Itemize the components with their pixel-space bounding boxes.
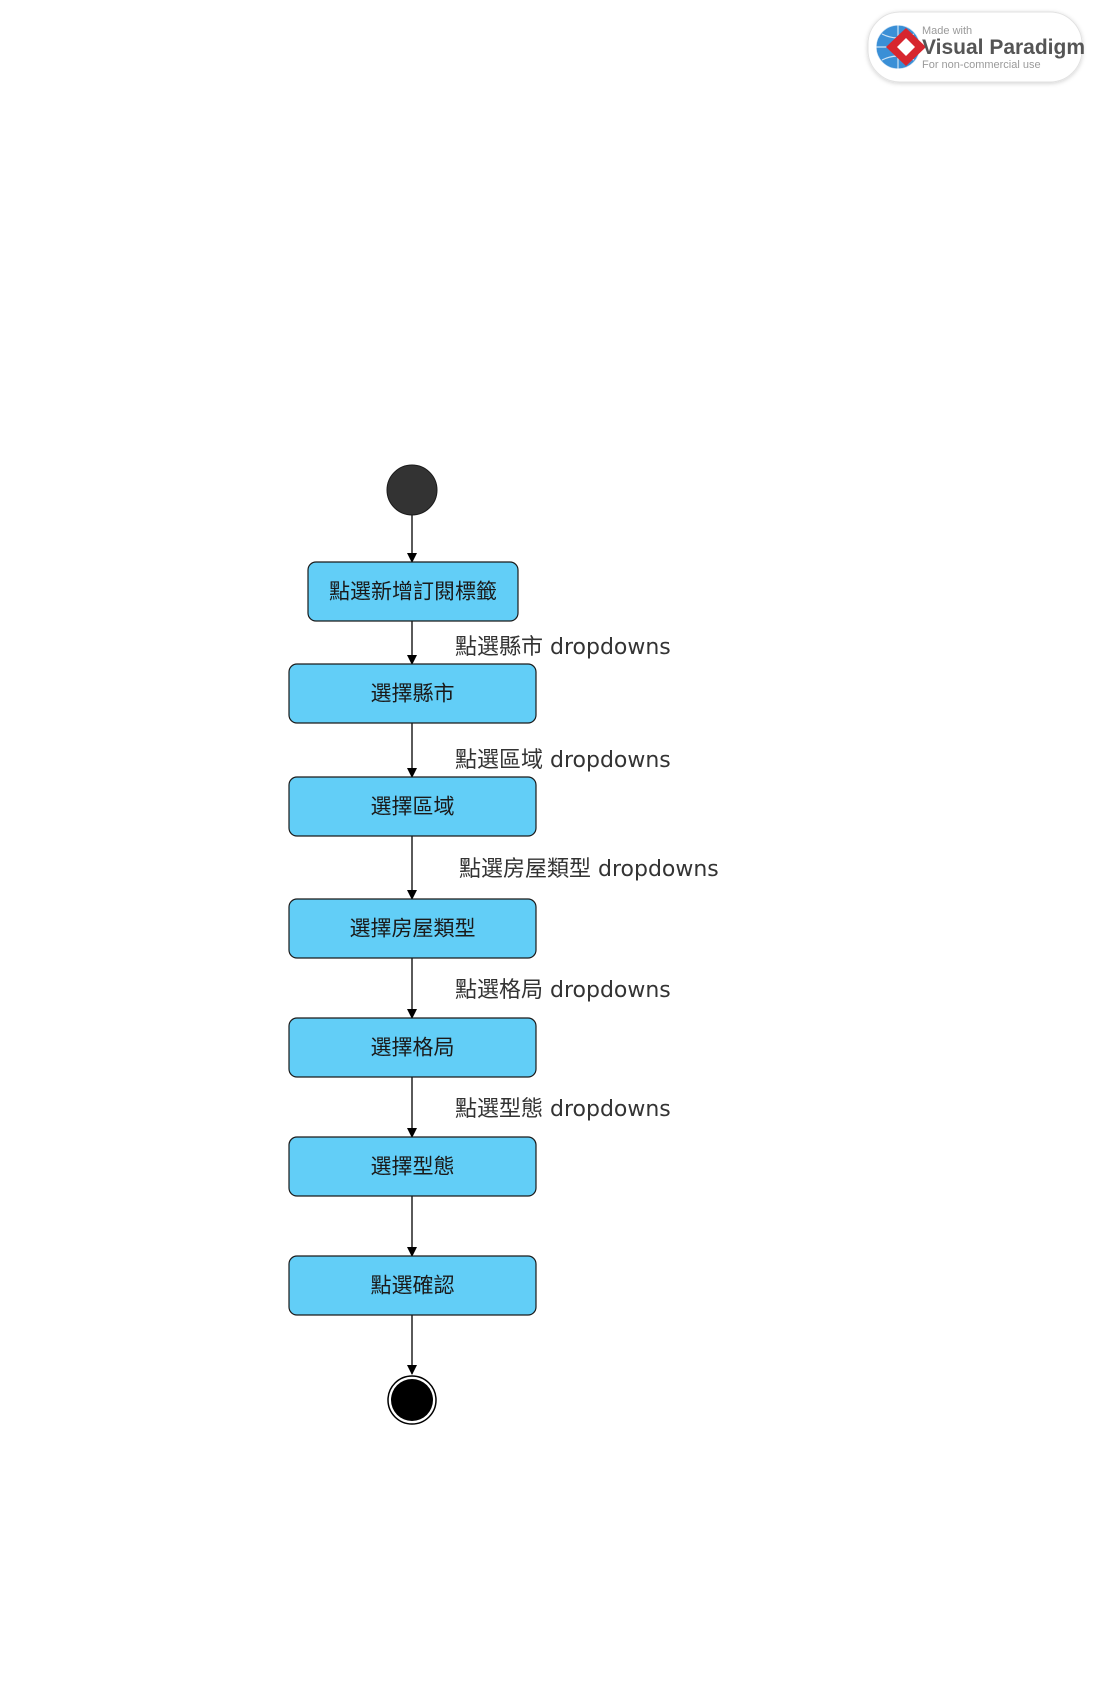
transition-labels-layer: 點選縣市 dropdowns 點選區域 dropdowns 點選房屋類型 dropd… [455, 635, 719, 1122]
action-new-subscription-tab[interactable]: 點選新增訂閱標籤 [307, 561, 519, 622]
transition-label: 點選型態 dropdowns [455, 1097, 671, 1122]
action-box[interactable] [288, 1255, 537, 1316]
action-label: 選擇格局 [371, 1036, 455, 1060]
transition-label: 點選縣市 dropdowns [455, 635, 671, 660]
action-city[interactable]: 選擇縣市 [288, 663, 537, 724]
transition-label: 點選格局 dropdowns [455, 978, 671, 1003]
action-layout[interactable]: 選擇格局 [288, 1017, 537, 1078]
visual-paradigm-logo-icon [875, 24, 926, 70]
action-box[interactable] [288, 1017, 537, 1078]
action-box[interactable] [288, 776, 537, 837]
action-box[interactable] [288, 898, 537, 959]
action-box[interactable] [288, 1136, 537, 1197]
action-label: 點選新增訂閱標籤 [329, 580, 497, 604]
action-label: 選擇縣市 [371, 682, 455, 706]
watermark-badge [867, 11, 1083, 83]
visual-paradigm-watermark: Made with Visual Paradigm For non-commer… [867, 11, 1085, 83]
action-confirm[interactable]: 點選確認 [288, 1255, 537, 1316]
action-label: 點選確認 [371, 1274, 455, 1298]
transition-label: 點選區域 dropdowns [455, 748, 671, 773]
final-node-inner-dot [391, 1379, 433, 1421]
action-style[interactable]: 選擇型態 [288, 1136, 537, 1197]
action-label: 選擇房屋類型 [350, 917, 476, 941]
action-district[interactable]: 選擇區域 [288, 776, 537, 837]
action-label: 選擇型態 [371, 1155, 455, 1179]
final-node[interactable] [387, 1375, 437, 1425]
initial-node[interactable] [386, 464, 438, 516]
action-box[interactable] [307, 561, 519, 622]
action-house-type[interactable]: 選擇房屋類型 [288, 898, 537, 959]
transition-label: 點選房屋類型 dropdowns [459, 857, 719, 882]
action-label: 選擇區域 [371, 795, 455, 819]
action-box[interactable] [288, 663, 537, 724]
watermark-made-with: Made with [922, 25, 972, 37]
watermark-non-commercial: For non-commercial use [922, 59, 1041, 71]
watermark-brand: Visual Paradigm [922, 36, 1085, 59]
